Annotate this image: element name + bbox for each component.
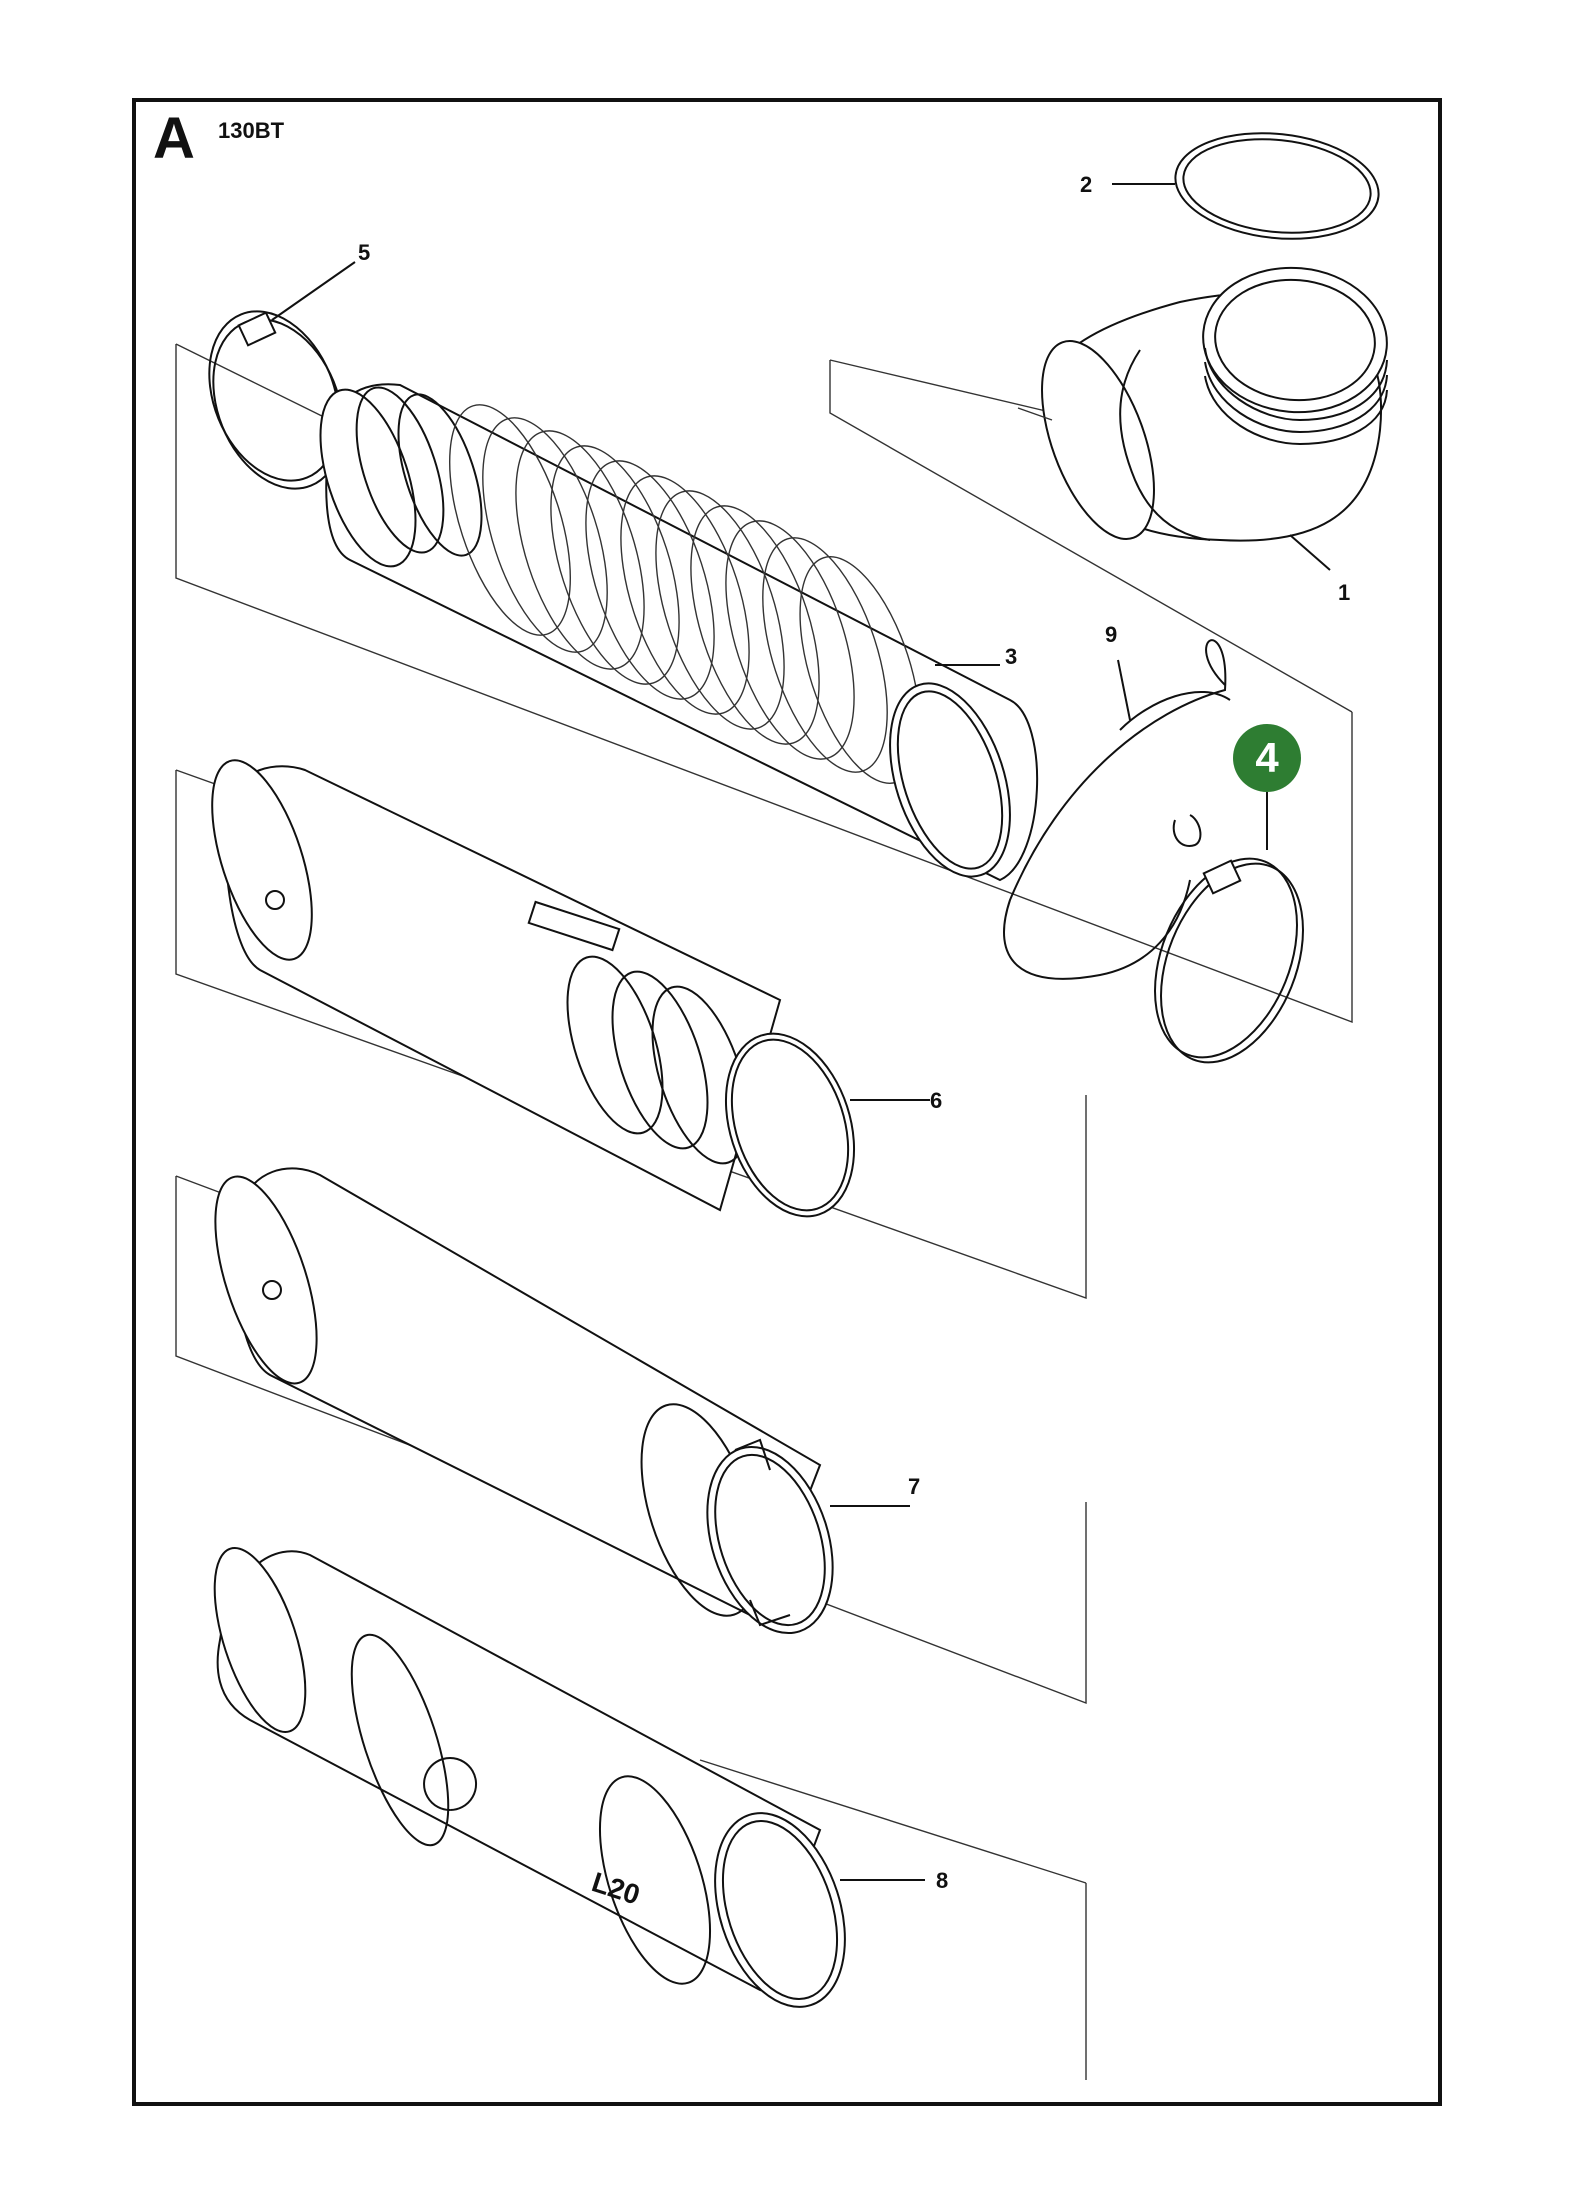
callout-9: 9: [1105, 622, 1118, 647]
diagram-frame: [132, 98, 1442, 2106]
part-6-tube: [211, 759, 930, 1218]
part-9-wire: [1003, 639, 1231, 980]
callout-5: 5: [358, 240, 371, 265]
callout-6: 6: [930, 1088, 943, 1113]
part-5-clamp: [208, 261, 356, 490]
part-2-o-ring: [1112, 132, 1380, 240]
part-1-elbow: [1017, 266, 1388, 571]
callout-4-highlight: 4: [1233, 724, 1301, 792]
part-3-bellows: [319, 383, 1039, 882]
callout-3: 3: [1005, 644, 1018, 669]
callout-7: 7: [908, 1474, 921, 1499]
callout-8: 8: [936, 1868, 949, 1893]
callout-1: 1: [1338, 580, 1351, 605]
section-letter: A: [153, 106, 195, 171]
model-label: 130BT: [218, 118, 285, 143]
part-4-clamp: [1154, 792, 1304, 1064]
part-7-tube: [214, 1167, 910, 1635]
bellows-ribs: [448, 404, 921, 784]
part-8-tube: L20: [213, 1547, 925, 2008]
callout-2: 2: [1080, 172, 1093, 197]
